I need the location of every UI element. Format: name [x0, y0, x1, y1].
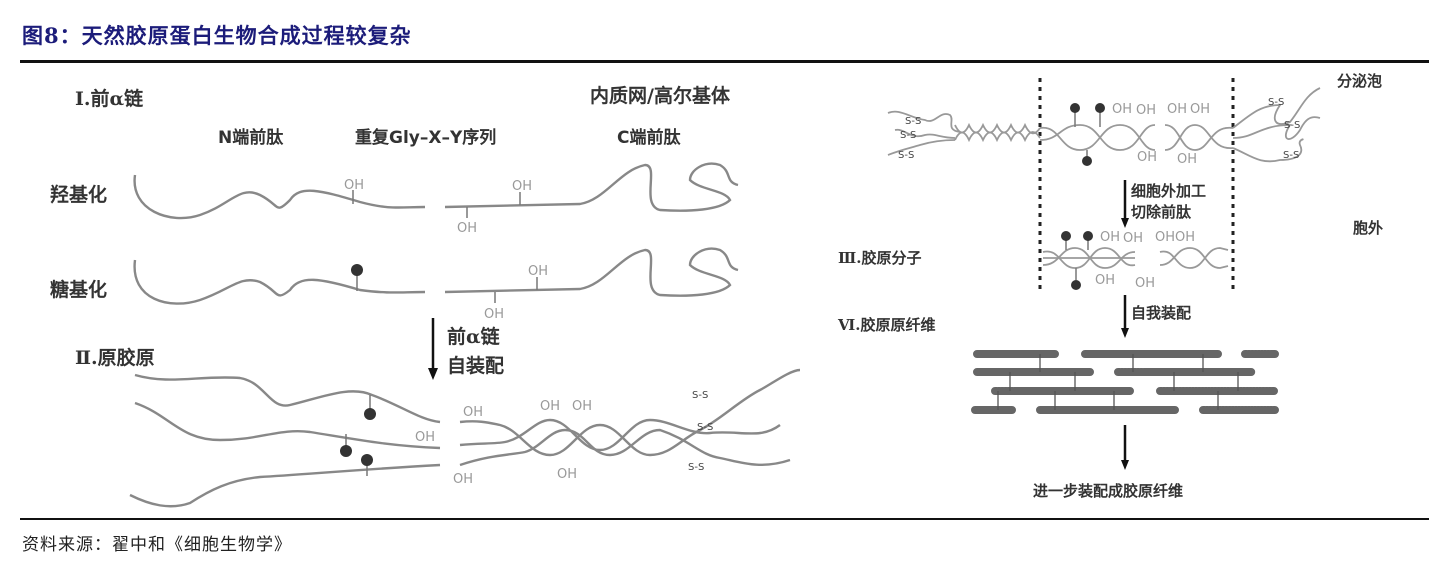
oh-group: OH	[1112, 102, 1132, 117]
stage2-label: Ⅱ.原胶原	[75, 346, 155, 369]
oh-group: OH	[528, 264, 548, 279]
glycosylation-label: 糖基化	[50, 278, 107, 301]
oh-group: OH	[484, 307, 504, 322]
arrow-label-line2: 自装配	[447, 354, 504, 377]
oh-group: OH	[557, 467, 577, 482]
extracellular-label: 胞外	[1352, 219, 1383, 237]
oh-group: OH	[1190, 102, 1210, 117]
sugar-group-icon	[364, 408, 376, 420]
oh-group: OH	[1135, 276, 1155, 291]
disulfide-bond: S-S	[688, 462, 704, 473]
step2-label: 自我装配	[1131, 304, 1191, 322]
hydroxylation-label: 羟基化	[50, 183, 107, 206]
collagen-molecule: OH OH OH OH OH OH	[1042, 230, 1229, 291]
oh-group: OH	[1100, 230, 1120, 245]
arrow-label-line1: 前α链	[447, 325, 500, 348]
bottom-rule	[20, 518, 1429, 520]
disulfide-bond: S-S	[692, 390, 708, 401]
disulfide-bond: S-S	[1268, 97, 1284, 108]
sugar-group-icon	[1070, 103, 1080, 113]
step1-label-line2: 切除前肽	[1131, 203, 1192, 221]
sugar-group-icon	[1061, 231, 1071, 241]
procollagen-triple-chain: OH OH OH OH OH OH S-S S-S S-S	[129, 368, 801, 508]
oh-group: OH	[463, 405, 483, 420]
sugar-group-icon	[1071, 280, 1081, 290]
disulfide-bond: S-S	[1284, 120, 1300, 131]
collagen-fibril	[971, 350, 1279, 414]
right-panel: 分泌泡 胞外 S-S S-S S-S OH OH	[837, 72, 1383, 500]
oh-group: OH	[457, 221, 477, 236]
sugar-group-icon	[340, 445, 352, 457]
disulfide-bond: S-S	[900, 130, 916, 141]
oh-group: OH	[572, 399, 592, 414]
left-panel: Ⅰ.前α链 内质网/高尔基体 N端前肽 重复Gly–X–Y序列 C端前肽 羟基化…	[50, 84, 801, 508]
oh-group: OH	[540, 399, 560, 414]
oh-group: OH	[1177, 152, 1197, 167]
stage4-label: Ⅵ.胶原原纤维	[837, 316, 935, 334]
step1-label-line1: 细胞外加工	[1131, 182, 1206, 200]
sugar-group-icon	[361, 454, 373, 466]
oh-group: OH	[344, 178, 364, 193]
oh-group: OH	[1175, 230, 1195, 245]
oh-group: OH	[1167, 102, 1187, 117]
oh-group: OH	[1095, 273, 1115, 288]
oh-group: OH	[1137, 150, 1157, 165]
disulfide-bond: S-S	[697, 422, 713, 433]
sugar-group-icon	[1083, 231, 1093, 241]
oh-group: OH	[415, 430, 435, 445]
oh-group: OH	[512, 179, 532, 194]
pro-alpha-chain-hydroxylated	[133, 174, 426, 220]
secretory-vesicle-label: 分泌泡	[1337, 72, 1382, 90]
oh-group: OH	[1136, 103, 1156, 118]
c-propeptide-label: C端前肽	[617, 127, 681, 148]
stage3-label: Ⅲ.胶原分子	[838, 249, 922, 267]
oh-group: OH	[1123, 231, 1143, 246]
figure-title: 图8：天然胶原蛋白生物合成过程较复杂	[22, 23, 412, 48]
sugar-group-icon	[1082, 156, 1092, 166]
sugar-group-icon	[351, 264, 363, 276]
oh-group: OH	[1155, 230, 1175, 245]
top-rule	[20, 60, 1429, 63]
disulfide-bond: S-S	[1283, 150, 1299, 161]
sugar-group-icon	[1095, 103, 1105, 113]
procollagen-molecule: S-S S-S S-S OH OH OH OH OH OH	[887, 87, 1321, 167]
pro-alpha-chain-glycosylated	[133, 259, 426, 305]
disulfide-bond: S-S	[898, 150, 914, 161]
disulfide-bond: S-S	[905, 116, 921, 127]
final-label: 进一步装配成胶原纤维	[1033, 482, 1183, 500]
n-propeptide-label: N端前肽	[218, 127, 284, 148]
repeat-sequence-label: 重复Gly–X–Y序列	[355, 127, 496, 148]
stage1-label: Ⅰ.前α链	[75, 87, 143, 110]
oh-group: OH	[453, 472, 473, 487]
source-note: 资料来源：翟中和《细胞生物学》	[22, 535, 292, 555]
location-label: 内质网/高尔基体	[590, 84, 731, 107]
